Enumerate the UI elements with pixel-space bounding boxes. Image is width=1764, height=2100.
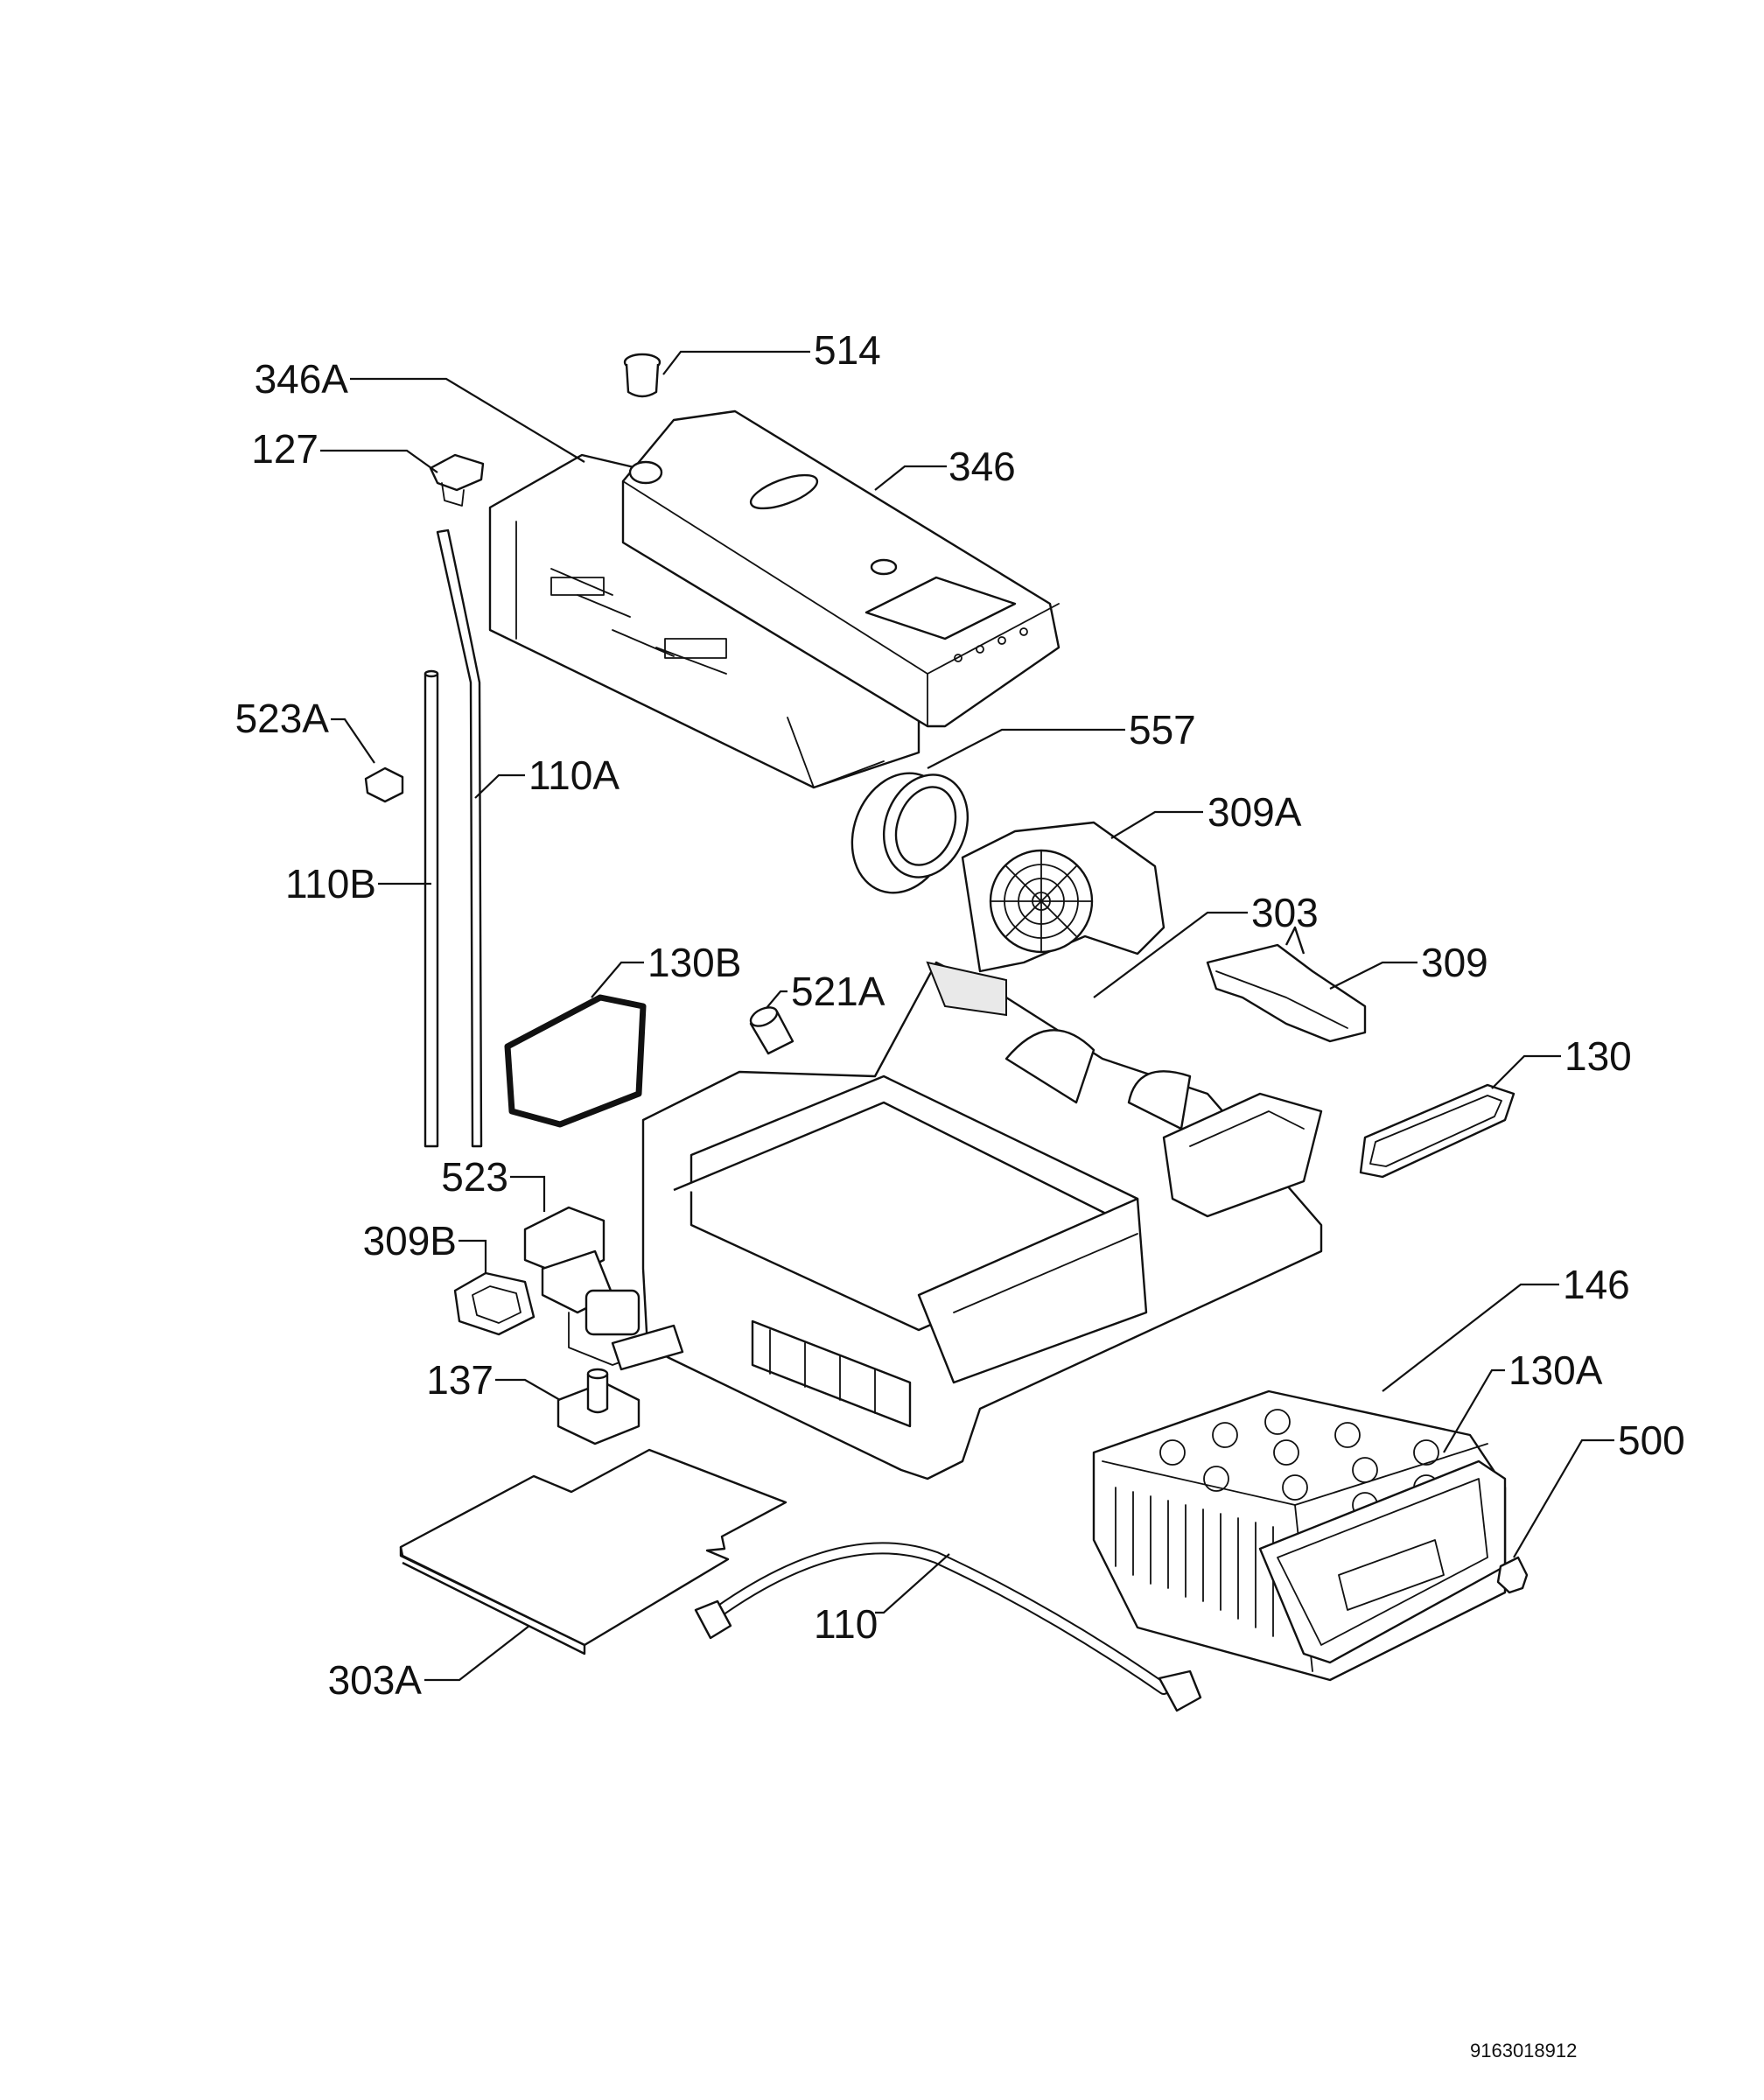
part-521A-sensor[interactable] — [748, 1004, 794, 1055]
part-346-container[interactable] — [621, 410, 1060, 728]
label-303A: 303A — [328, 1657, 423, 1703]
leader-346A — [350, 377, 585, 463]
part-110B-hose[interactable] — [424, 669, 439, 1148]
label-309A: 309A — [1208, 789, 1302, 835]
label-514: 514 — [814, 327, 881, 373]
leader-110A — [474, 774, 525, 799]
label-110: 110 — [814, 1601, 878, 1647]
label-309B: 309B — [363, 1218, 457, 1264]
callout-labels: 346A 514 127 346 523A 110A 557 309A 110B… — [235, 327, 1685, 2062]
part-514-cap[interactable] — [623, 353, 662, 398]
part-557-seal-ring[interactable] — [836, 760, 981, 906]
label-523: 523 — [441, 1154, 508, 1200]
leader-523A — [331, 718, 375, 764]
leader-309B — [458, 1239, 487, 1273]
label-309: 309 — [1421, 940, 1488, 985]
label-130: 130 — [1564, 1033, 1632, 1079]
leader-309 — [1329, 961, 1418, 990]
label-303: 303 — [1251, 890, 1319, 935]
part-346A-container-housing[interactable] — [488, 453, 920, 789]
part-303A-insulation-mat[interactable] — [399, 1448, 788, 1656]
part-110-drain-hose[interactable] — [694, 1542, 1202, 1712]
part-303-base-duct[interactable] — [641, 961, 1323, 1480]
leader-309A — [1110, 810, 1203, 839]
label-521A: 521A — [791, 969, 886, 1014]
leader-127 — [320, 449, 438, 473]
part-127-clip[interactable] — [429, 453, 485, 507]
leader-110 — [875, 1553, 950, 1614]
label-557: 557 — [1129, 707, 1196, 752]
leader-lines — [320, 350, 1614, 1682]
leader-303A — [424, 1625, 530, 1682]
leader-523 — [510, 1175, 546, 1212]
part-137-connector[interactable] — [556, 1368, 640, 1446]
leader-521A — [766, 990, 788, 1009]
part-309A-fan-housing[interactable] — [961, 821, 1166, 973]
label-523A: 523A — [235, 696, 330, 741]
label-130A: 130A — [1508, 1348, 1603, 1393]
leader-137 — [495, 1378, 561, 1401]
part-500-knob[interactable] — [1496, 1556, 1529, 1594]
part-523A-clip[interactable] — [364, 766, 404, 803]
leader-130B — [591, 961, 644, 998]
part-309B-bracket[interactable] — [453, 1271, 536, 1336]
leader-130A — [1443, 1368, 1505, 1453]
label-346: 346 — [948, 444, 1016, 489]
part-523-valve[interactable] — [523, 1206, 684, 1371]
part-110A-hose[interactable] — [436, 528, 483, 1148]
label-137: 137 — [426, 1357, 494, 1403]
part-130-gasket[interactable] — [1359, 1083, 1516, 1179]
leader-557 — [927, 728, 1125, 769]
label-130B: 130B — [648, 940, 741, 985]
part-130B-gasket[interactable] — [504, 994, 647, 1128]
leader-146 — [1382, 1283, 1559, 1392]
part-309-duct-cover[interactable] — [1206, 926, 1367, 1043]
leader-514 — [662, 350, 810, 375]
leader-303 — [1093, 911, 1248, 998]
leader-500 — [1513, 1438, 1614, 1558]
label-500: 500 — [1618, 1418, 1685, 1463]
document-number: 9163018912 — [1470, 2040, 1577, 2062]
label-346A: 346A — [255, 356, 349, 402]
label-110A: 110A — [528, 752, 620, 798]
leader-130 — [1491, 1054, 1561, 1089]
leader-346 — [874, 465, 947, 491]
label-110B: 110B — [285, 861, 376, 906]
label-127: 127 — [251, 426, 318, 472]
label-146: 146 — [1563, 1262, 1630, 1307]
